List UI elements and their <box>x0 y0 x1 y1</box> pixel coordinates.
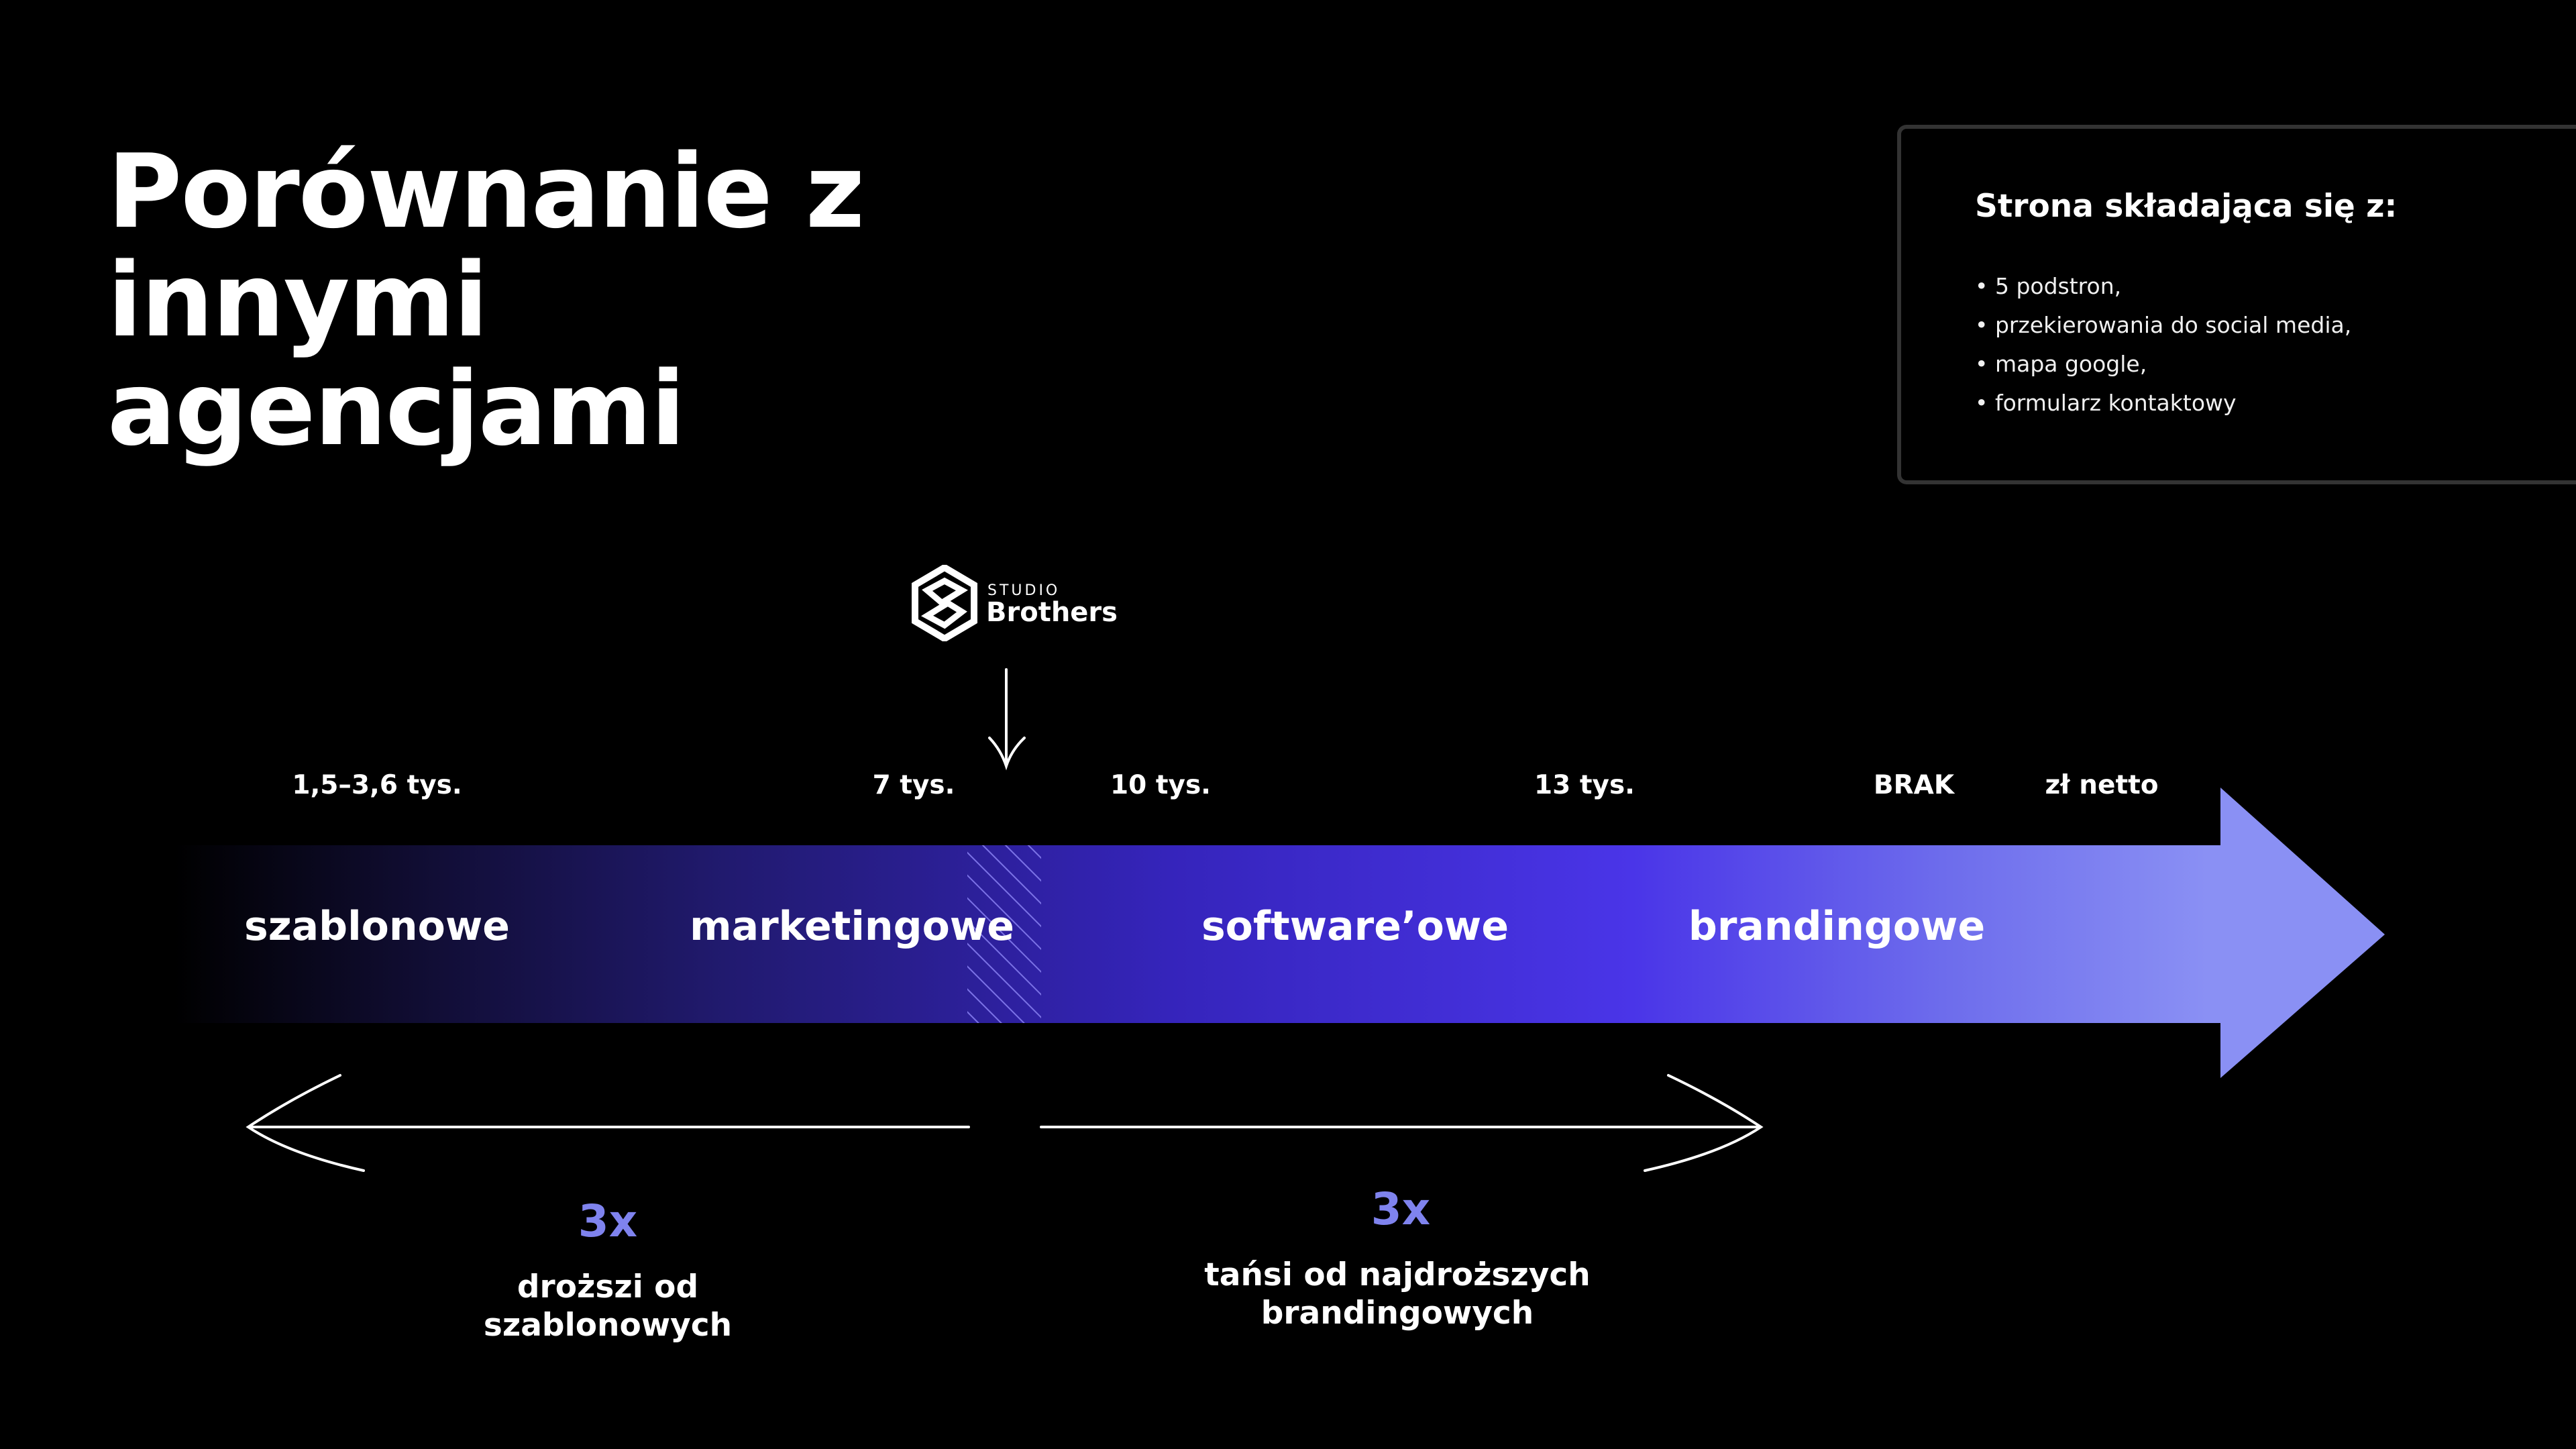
caption-right-line-2: brandingowych <box>1260 1295 1534 1332</box>
price-label-brandingowe: 13 tys. <box>1534 770 1635 800</box>
caption-left-line-2: szablonowych <box>483 1307 733 1344</box>
segment-label-software: software’owe <box>1201 903 1509 950</box>
pointer-arrow-down <box>988 668 1026 771</box>
segment-label-brandingowe: brandingowe <box>1688 903 1986 950</box>
caption-left: droższi od szablonowych <box>484 1268 732 1344</box>
studio-brothers-logo: STUDIO Brothers <box>907 565 1118 645</box>
right-double-arrow <box>1040 1074 1764 1172</box>
price-label-software: 10 tys. <box>1110 770 1211 800</box>
price-label-szablonowe: 1,5–3,6 tys. <box>292 770 462 800</box>
segment-label-marketingowe: marketingowe <box>690 903 1014 950</box>
caption-left-line-1: droższi od <box>517 1269 699 1305</box>
scope-info-box: Strona składająca się z: • 5 podstron, •… <box>1897 125 2576 484</box>
studio-brothers-logo-icon <box>912 565 977 641</box>
price-label-marketingowe: 7 tys. <box>872 770 955 800</box>
scope-list: • 5 podstron, • przekierowania do social… <box>1975 267 2351 423</box>
caption-right-line-1: tańsi od najdroższych <box>1204 1256 1591 1293</box>
multiplier-right: 3x <box>1371 1183 1431 1235</box>
caption-right: tańsi od najdroższych brandingowych <box>1204 1256 1590 1332</box>
page-title: Porównanie z innymi agencjami <box>107 138 1248 464</box>
logo-studio-text: STUDIO <box>987 582 1061 599</box>
price-scale-arrow <box>174 788 2385 1078</box>
multiplier-left: 3x <box>578 1195 638 1247</box>
price-unit-label: zł netto <box>2045 770 2159 800</box>
scope-item-subpages: • 5 podstron, <box>1975 273 2122 299</box>
scope-heading: Strona składająca się z: <box>1975 188 2398 225</box>
studio-brothers-marker-band <box>967 845 1041 1023</box>
page-title-line-1: Porównanie z innymi <box>107 132 865 360</box>
segment-label-szablonowe: szablonowe <box>244 903 510 950</box>
scope-item-social-redirects: • przekierowania do social media, <box>1975 312 2352 338</box>
scope-item-google-map: • mapa google, <box>1975 351 2147 377</box>
price-label-none: BRAK <box>1873 770 1955 800</box>
left-double-arrow <box>246 1074 970 1172</box>
scope-item-contact-form: • formularz kontaktowy <box>1975 390 2237 416</box>
logo-brothers-text: Brothers <box>986 597 1118 628</box>
page-title-line-2: agencjami <box>107 350 686 468</box>
